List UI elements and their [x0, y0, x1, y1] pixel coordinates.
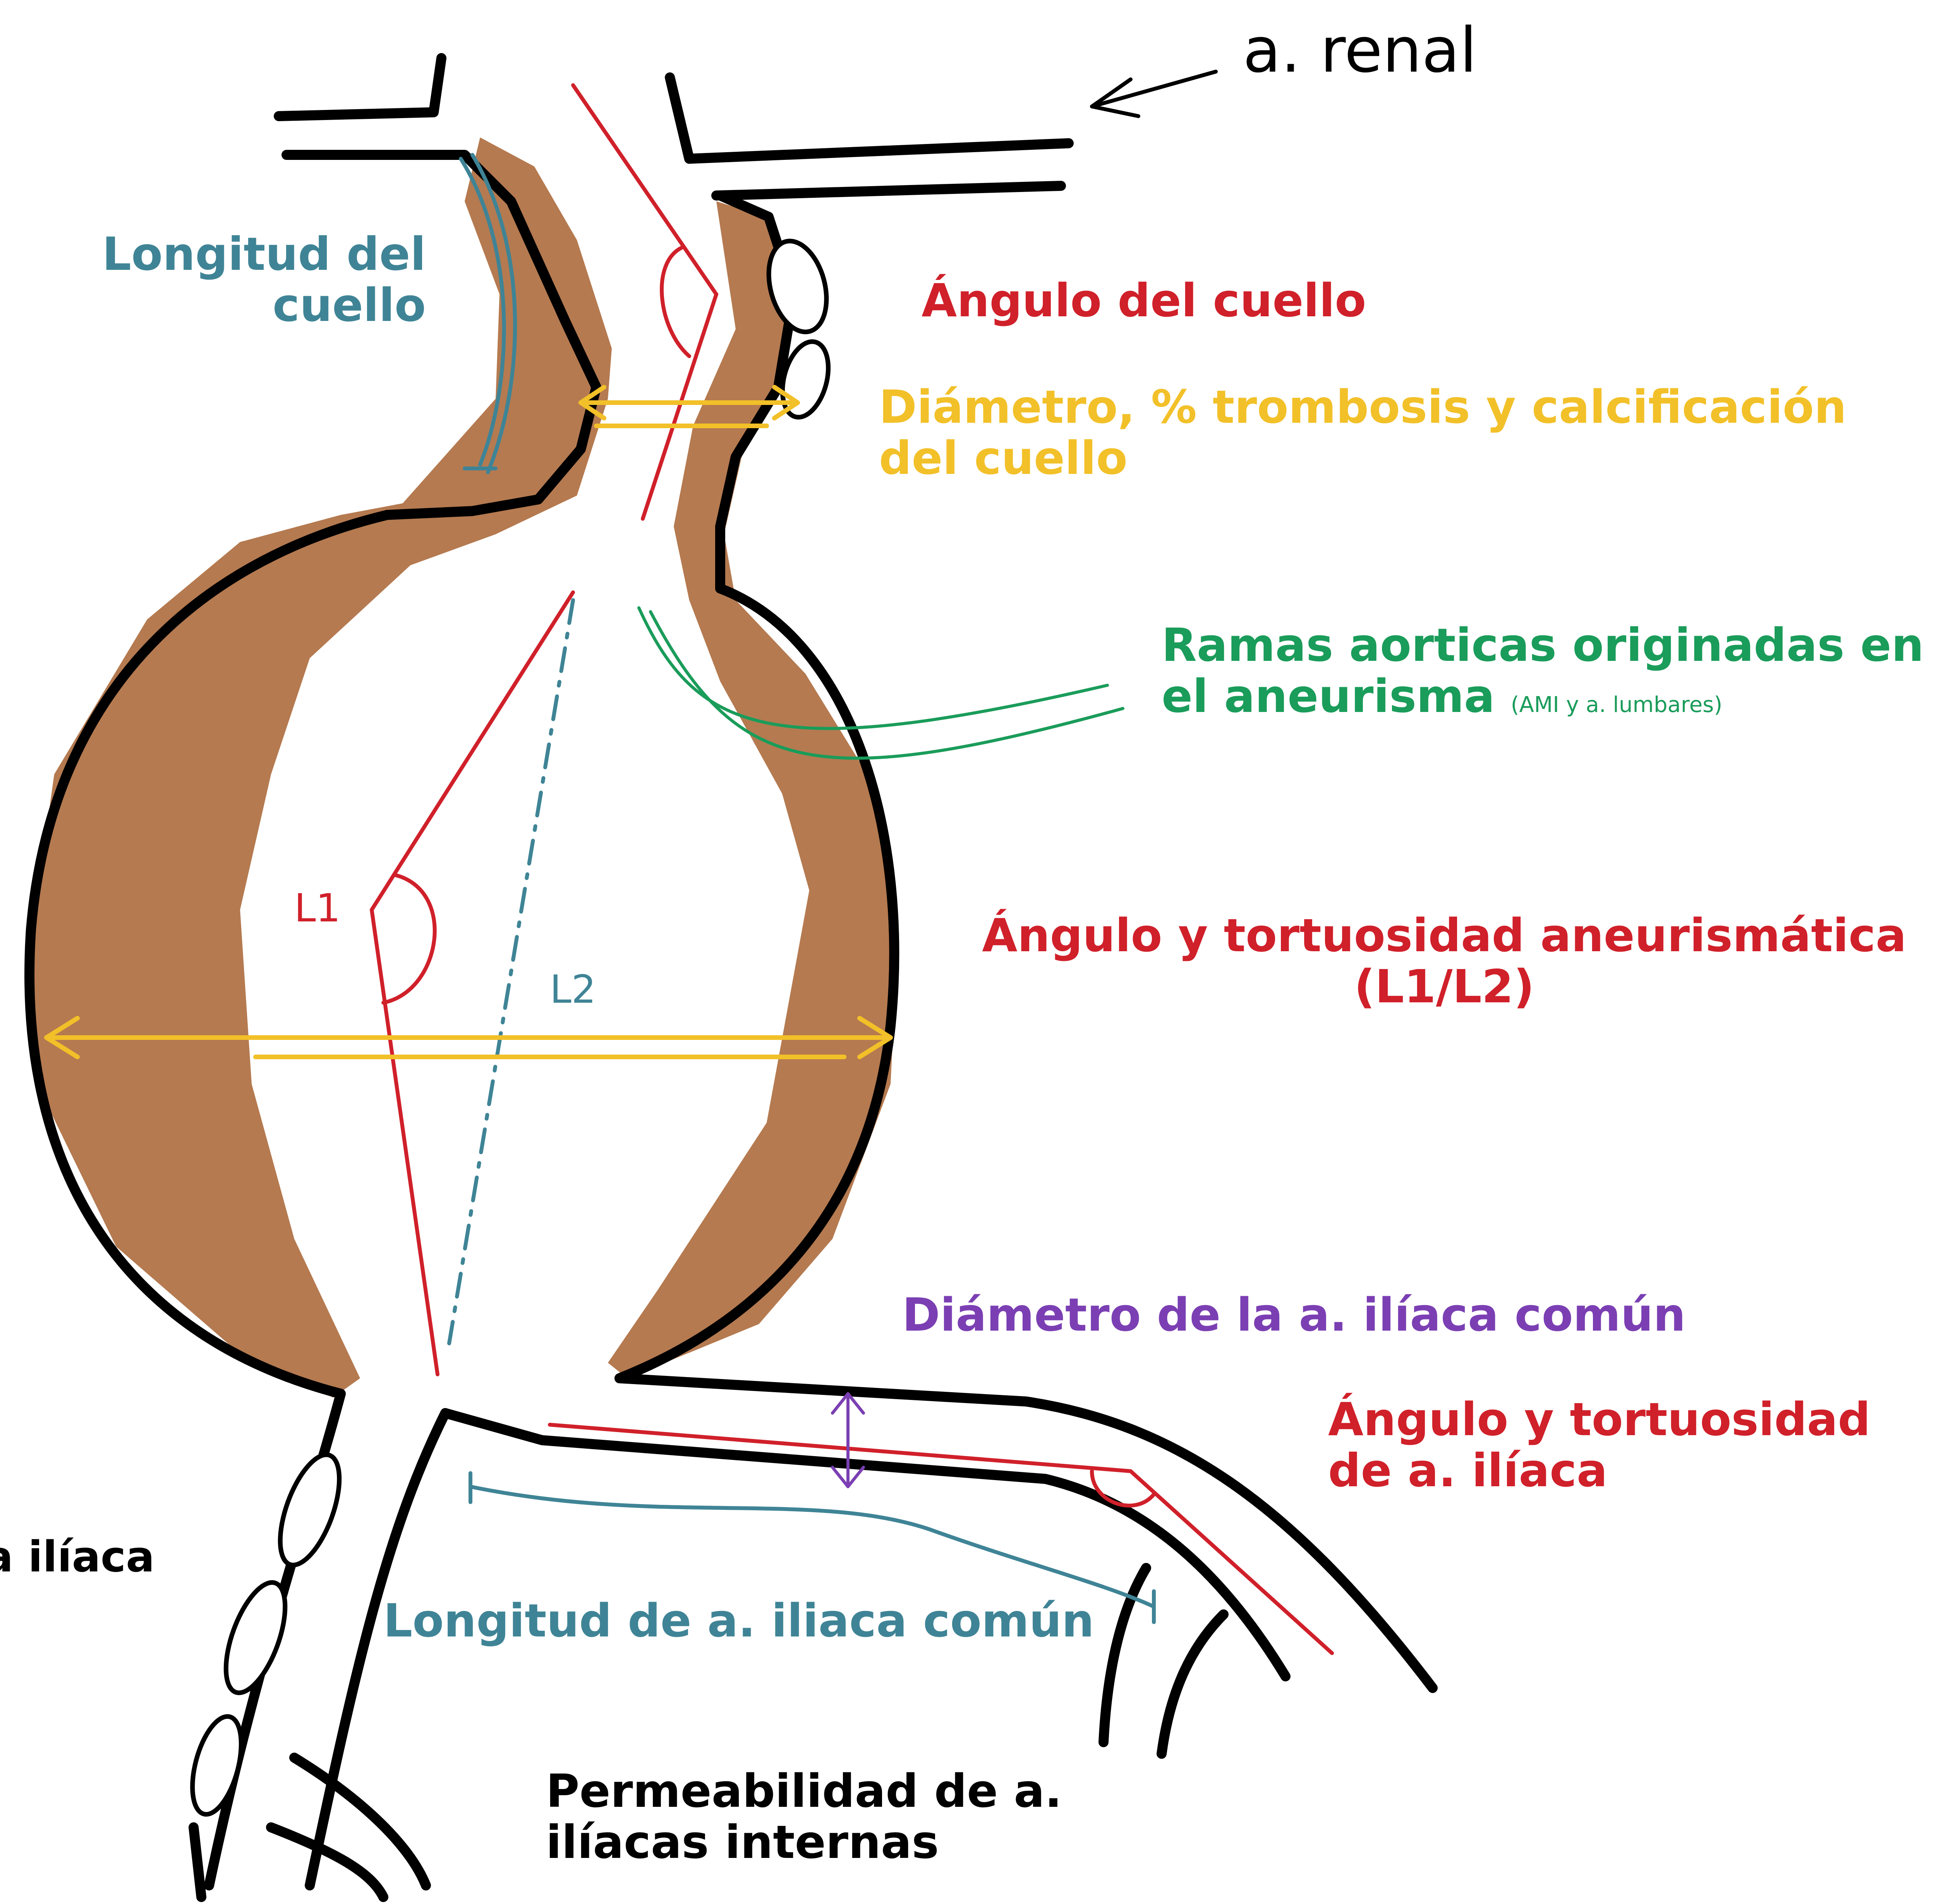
iliac-partial-label: a ilíaca — [0, 1533, 154, 1581]
right-renal-artery-upper — [670, 77, 1069, 159]
aortic-branches-label: Ramas aorticas originadas en el aneurism… — [1162, 619, 1924, 722]
internal-iliac-lower — [1162, 1614, 1224, 1754]
neck-length-label-line2: cuello — [77, 280, 426, 331]
right-renal-artery-lower — [716, 186, 1061, 196]
internal-iliac-label-line1: Permeabilidad de a. — [546, 1765, 1062, 1817]
renal-pointer-arrow — [1092, 72, 1216, 116]
iliac-length-line — [470, 1487, 1154, 1607]
aortic-branches-note: (AMI y a. lumbares) — [1511, 692, 1722, 717]
iliac-angle-label: Ángulo y tortuosidad de a. ilíaca — [1328, 1394, 1871, 1496]
internal-iliac-label-line2: ilíacas internas — [546, 1817, 1062, 1868]
aneurysm-centerline — [372, 592, 573, 1374]
renal-artery-label: a. renal — [1243, 15, 1477, 85]
left-external-stub — [194, 1827, 201, 1897]
neck-diameter-label-line1: Diámetro, % trombosis y calcificación — [879, 381, 1847, 432]
aortic-branches-label-line1: Ramas aorticas originadas en — [1162, 619, 1924, 671]
neck-length-label-line1: Longitud del — [77, 228, 426, 280]
neck-angle-arc — [662, 248, 689, 356]
aneurysm-angle-arc — [383, 875, 435, 1003]
aortic-branches-label-line2: el aneurisma (AMI y a. lumbares) — [1162, 671, 1924, 722]
renal-arrow-head — [1092, 79, 1138, 116]
iliac-angle-label-line1: Ángulo y tortuosidad — [1328, 1394, 1871, 1445]
internal-iliac-label: Permeabilidad de a. ilíacas internas — [546, 1765, 1062, 1868]
iliac-calcification-3 — [183, 1711, 251, 1820]
iliac-length-label: Longitud de a. iliaca común — [383, 1595, 1094, 1646]
neck-diameter-label-line2: del cuello — [879, 432, 1847, 484]
aneurysm-angle-label: Ángulo y tortuosidad aneurismática (L1/L… — [960, 910, 1928, 1012]
l1-label: L1 — [294, 887, 340, 930]
aortic-branches-label-main: el aneurisma — [1162, 669, 1495, 723]
iliac-diameter-label: Diámetro de la a. ilíaca común — [902, 1289, 1686, 1340]
iliac-calcification-1 — [268, 1448, 351, 1573]
iliac-calcification-2 — [214, 1575, 297, 1700]
aneurysm-angle-label-line2: (L1/L2) — [960, 961, 1928, 1012]
iliac-diameter-arrow — [832, 1394, 863, 1487]
neck-angle-label: Ángulo del cuello — [922, 275, 1366, 326]
iliac-angle-label-line2: de a. ilíaca — [1328, 1445, 1871, 1496]
renal-arrow-shaft — [1092, 72, 1216, 106]
left-renal-artery-upper — [279, 58, 441, 116]
neck-diameter-label: Diámetro, % trombosis y calcificación de… — [879, 381, 1847, 484]
aneurysm-wall-right — [608, 201, 898, 1378]
neck-length-label: Longitud del cuello — [77, 228, 426, 331]
left-internal-iliac-2 — [271, 1827, 383, 1897]
aneurysm-angle-label-line1: Ángulo y tortuosidad aneurismática — [960, 910, 1928, 961]
l2-label: L2 — [550, 968, 596, 1011]
